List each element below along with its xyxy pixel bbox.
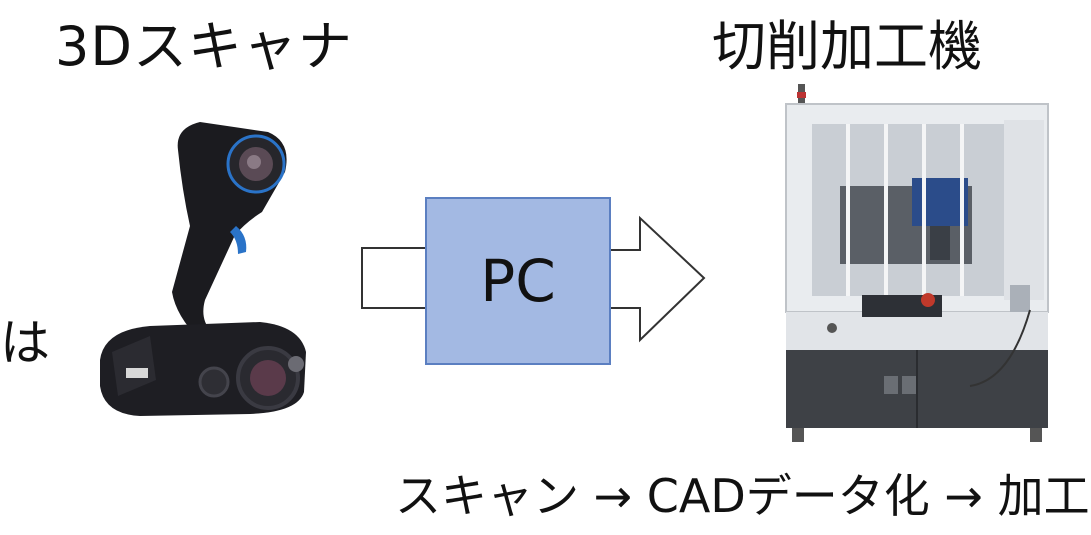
machine-title: 切削加工機 bbox=[712, 15, 982, 78]
pc-label: PC bbox=[480, 247, 556, 315]
cropped-edge-text: は bbox=[0, 314, 50, 372]
milling-machine-image bbox=[785, 84, 1049, 442]
pc-box bbox=[425, 197, 611, 365]
scanner-title: 3Dスキャナ bbox=[55, 15, 353, 78]
input-arrow bbox=[361, 247, 427, 309]
flow-caption: スキャン → CADデータ化 → 加工 bbox=[395, 469, 1090, 523]
scanner-image bbox=[100, 122, 306, 416]
output-arrow bbox=[610, 215, 706, 343]
